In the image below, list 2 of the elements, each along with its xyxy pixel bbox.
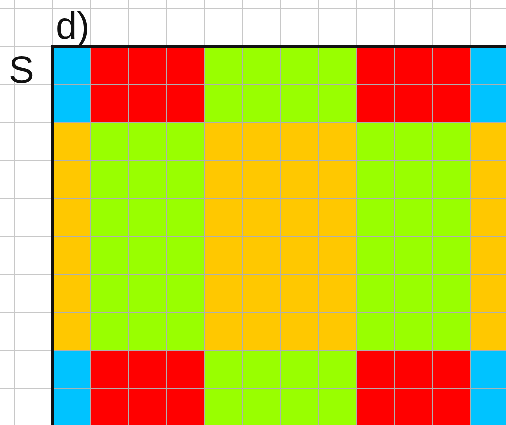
panel-label: d) [56,8,90,46]
axis-label: S [9,52,34,90]
